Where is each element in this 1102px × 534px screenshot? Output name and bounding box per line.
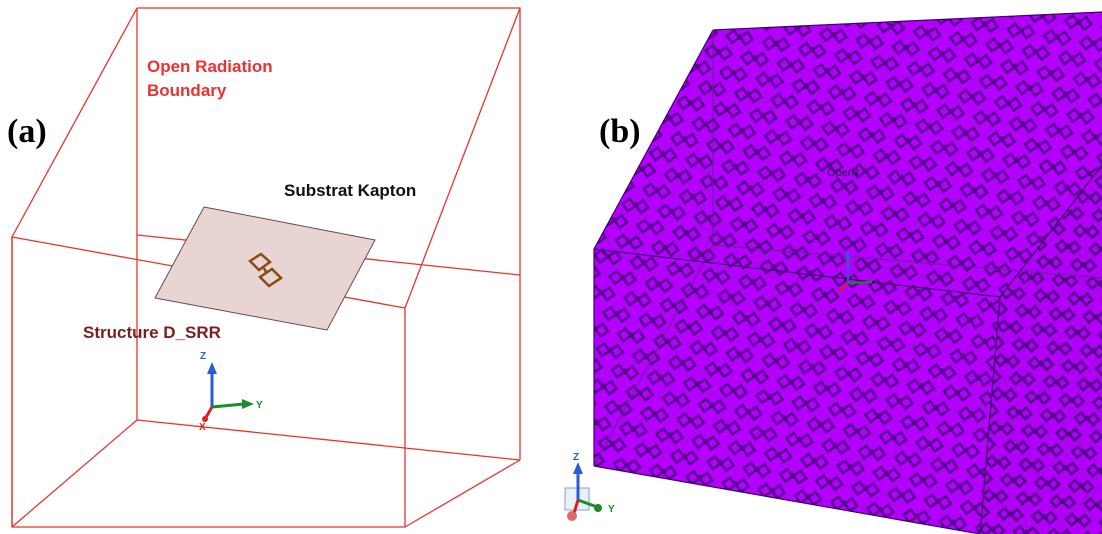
axis-x-label-a: X (199, 422, 206, 433)
open-boundary-box-3d (593, 11, 1102, 534)
axis-z-label-a: Z (200, 351, 206, 362)
axis-y-label-b: Y (608, 504, 615, 515)
panel-a: (a) Open Radiation Boundary Substrat Kap… (7, 7, 521, 528)
double-srr-structure (248, 252, 283, 288)
axis-z-label-b: Z (573, 452, 579, 463)
boundary-label-line2: Boundary (147, 81, 227, 100)
structure-label: Structure D_SRR (83, 323, 221, 342)
center-axis-marker (837, 251, 873, 293)
axis-triad-a: Z Y X (199, 351, 263, 433)
axis-triad-b: Z Y (564, 452, 615, 521)
panel-a-label: (a) (7, 113, 47, 150)
boundary-label-line1: Open Radiation (147, 57, 273, 76)
axis-y-label-a: Y (256, 400, 263, 411)
substrate-label: Substrat Kapton (284, 181, 416, 200)
panel-b: (b) Open1 Z Y (564, 11, 1102, 534)
panel-b-label: (b) (599, 113, 641, 150)
object-label-open1: Open1 (827, 167, 860, 179)
